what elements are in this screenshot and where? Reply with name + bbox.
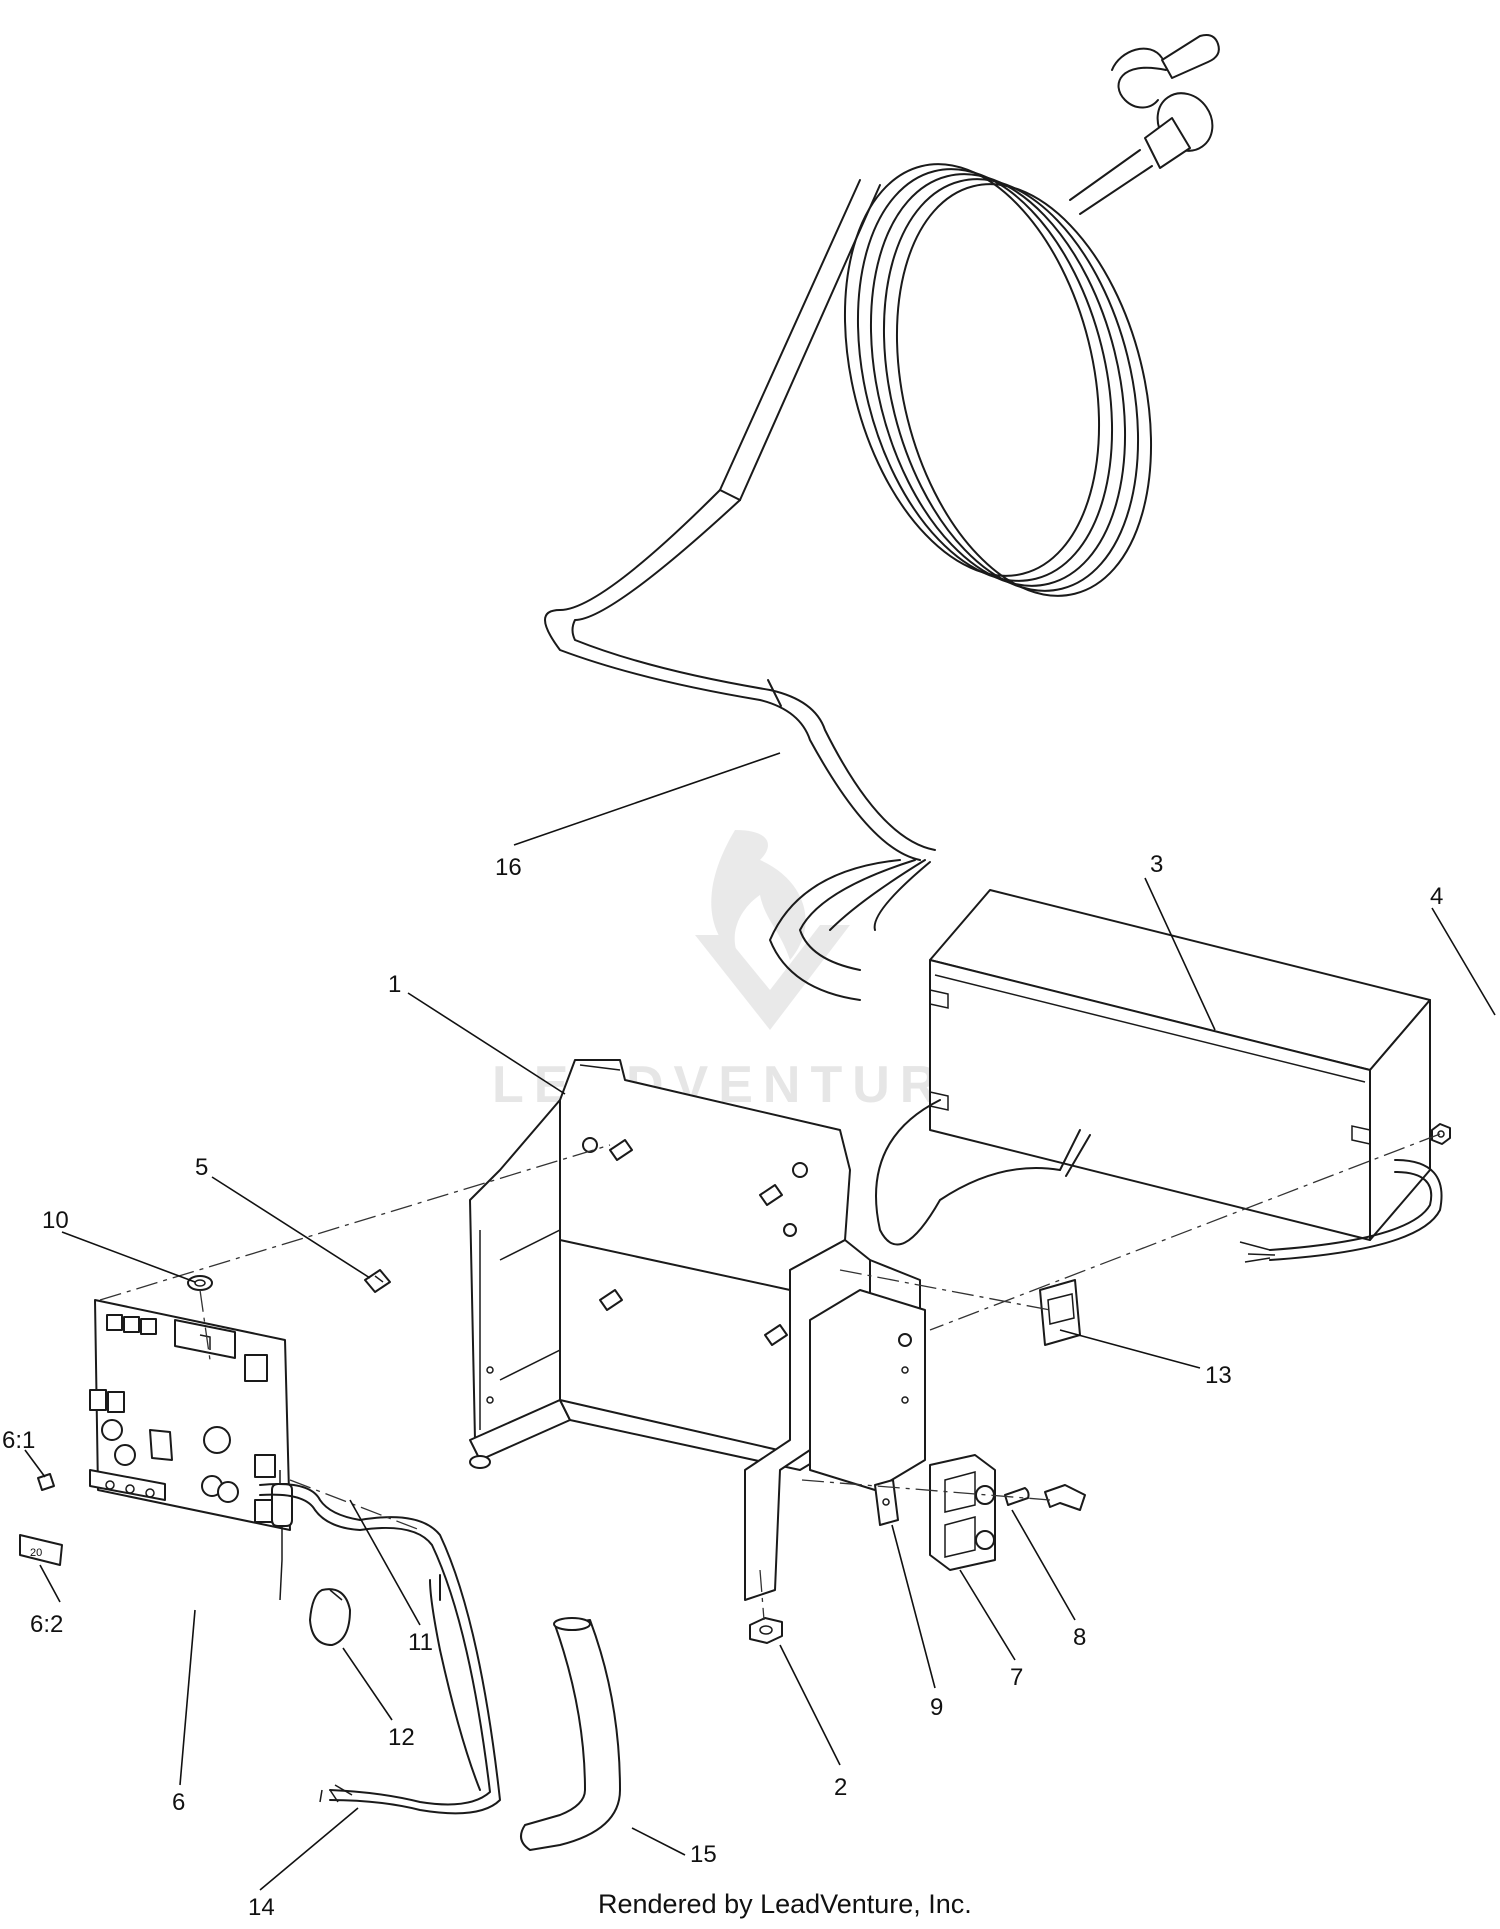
callout-9: 9 xyxy=(930,1694,943,1721)
fuse-rating-label: 20 xyxy=(30,1547,42,1559)
part-16-power-cord xyxy=(544,34,1220,1001)
part-14-wire-harness xyxy=(259,1483,501,1815)
part-13-clip xyxy=(1039,1279,1081,1346)
part-3-charger-module xyxy=(875,889,1443,1263)
callout-4: 4 xyxy=(1430,883,1443,910)
part-5-stud xyxy=(364,1269,391,1293)
part-7-terminal-block xyxy=(929,1454,996,1571)
callout-3: 3 xyxy=(1150,851,1163,878)
part-10-washer xyxy=(187,1275,213,1291)
callout-8: 8 xyxy=(1073,1624,1086,1651)
callout-10: 10 xyxy=(42,1207,69,1234)
part-9-terminal-plate xyxy=(874,1479,899,1526)
part-8-fuse xyxy=(1004,1484,1086,1511)
callout-16: 16 xyxy=(495,854,522,881)
part-15-tube xyxy=(520,1617,621,1851)
bracket-studs xyxy=(486,1137,808,1404)
part-2-nut xyxy=(749,1617,783,1644)
part-6-1-fuse xyxy=(37,1473,55,1491)
callout-6-1: 6:1 xyxy=(2,1427,35,1454)
callout-11: 11 xyxy=(408,1629,433,1656)
leader-lines xyxy=(24,752,1496,1891)
part-11-inline-fuse xyxy=(271,1470,293,1601)
callout-12: 12 xyxy=(388,1724,415,1751)
callout-6: 6 xyxy=(172,1789,185,1816)
part-12-thermistor xyxy=(309,1588,351,1646)
callout-14: 14 xyxy=(248,1894,275,1921)
callout-5: 5 xyxy=(195,1154,208,1181)
callout-7: 7 xyxy=(1010,1664,1023,1691)
callout-2: 2 xyxy=(834,1774,847,1801)
render-credit-caption: Rendered by LeadVenture, Inc. xyxy=(598,1889,972,1919)
assembly-lines xyxy=(99,1133,1441,1621)
callouts: 1 2 3 4 5 6 6:1 6:2 7 8 9 10 11 12 13 14… xyxy=(2,851,1443,1921)
callout-13: 13 xyxy=(1205,1362,1232,1389)
part-6-circuit-board xyxy=(89,1299,291,1531)
part-4-nut xyxy=(1431,1123,1451,1145)
callout-6-2: 6:2 xyxy=(30,1611,63,1638)
callout-1: 1 xyxy=(388,971,401,998)
part-1-mounting-bracket xyxy=(469,1059,926,1601)
callout-15: 15 xyxy=(690,1841,717,1868)
part-6-2-blade-fuse: 20 xyxy=(19,1534,63,1566)
